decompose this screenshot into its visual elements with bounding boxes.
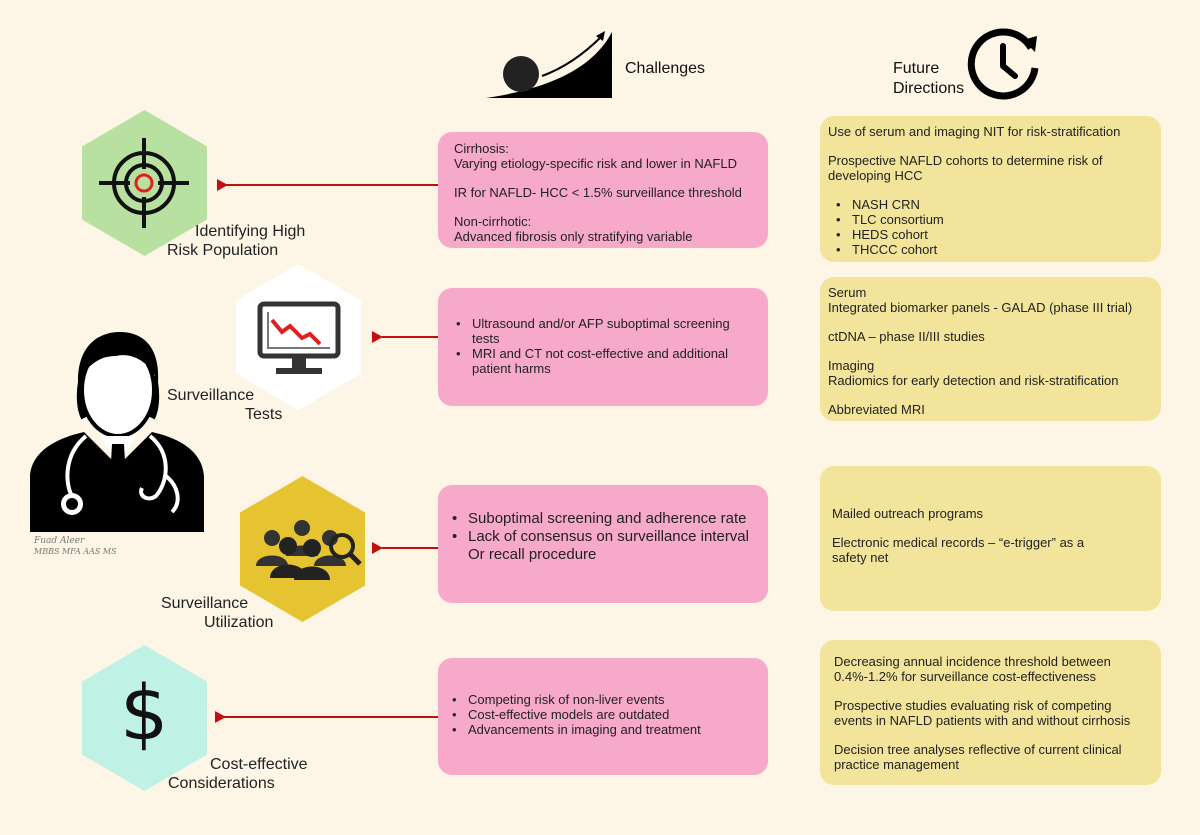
clock-icon (967, 28, 1039, 100)
list-item: Lack of consensus on surveillance interv… (444, 528, 764, 564)
row3-challenge-list: Suboptimal screening and adherence rate … (444, 510, 764, 564)
list-item: THCCC cohort (828, 242, 1153, 257)
ball-uphill-icon (486, 31, 612, 98)
row2-future-p3: ctDNA – phase II/III studies (828, 329, 985, 344)
list-item: Ultrasound and/or AFP suboptimal screeni… (448, 316, 756, 346)
row2-future-p1: Serum (828, 285, 867, 300)
row2-label-line2: Tests (245, 406, 283, 423)
row2-future-p2: Integrated biomarker panels - GALAD (pha… (828, 300, 1133, 315)
row1-challenge-p2: Varying etiology-specific risk and lower… (454, 156, 737, 171)
list-item: Advancements in imaging and treatment (444, 722, 756, 737)
people-magnifier-icon (256, 520, 362, 580)
row2-challenge-list: Ultrasound and/or AFP suboptimal screeni… (448, 316, 756, 376)
row2-future-box: Serum Integrated biomarker panels - GALA… (820, 277, 1161, 421)
future-title-line2: Directions (893, 80, 965, 97)
row2-future-p6: Abbreviated MRI (828, 402, 925, 417)
row4-future-p2: Prospective studies evaluating risk of c… (834, 698, 1131, 728)
row4-future-box: Decreasing annual incidence threshold be… (820, 640, 1161, 785)
row4-arrow (215, 711, 226, 723)
row1-challenge-p3: IR for NAFLD- HCC < 1.5% surveillance th… (454, 185, 742, 200)
challenges-title: Challenges (625, 60, 706, 77)
row2-challenges-box: Ultrasound and/or AFP suboptimal screeni… (438, 288, 768, 406)
row1-future-box: Use of serum and imaging NIT for risk-st… (820, 116, 1161, 262)
row4-future-p1: Decreasing annual incidence threshold be… (834, 654, 1111, 684)
row2-connector (382, 336, 438, 338)
row3-label-line1: Surveillance (161, 595, 249, 612)
list-item: HEDS cohort (828, 227, 1153, 242)
row1-future-list: NASH CRN TLC consortium HEDS cohort THCC… (828, 197, 1153, 257)
signature-line2: MBBS MFA AAS MS (34, 547, 117, 556)
row1-label-line1: Identifying High (195, 223, 306, 240)
row3-future-box: Mailed outreach programs Electronic medi… (820, 466, 1161, 611)
row4-challenge-list: Competing risk of non-liver events Cost-… (444, 692, 756, 737)
row3-arrow (372, 542, 383, 554)
list-item: Cost-effective models are outdated (444, 707, 756, 722)
row1-challenge-p1: Cirrhosis: (454, 141, 509, 156)
row1-future-p1: Use of serum and imaging NIT for risk-st… (828, 124, 1121, 139)
row1-label-line2: Risk Population (167, 242, 279, 259)
row3-label-line2: Utilization (204, 614, 274, 631)
row4-label-line2: Considerations (168, 775, 275, 792)
signature-line1: Fuad Aleer (34, 536, 85, 546)
list-item: TLC consortium (828, 212, 1153, 227)
list-item: Competing risk of non-liver events (444, 692, 756, 707)
list-item: Suboptimal screening and adherence rate (444, 510, 764, 528)
row1-connector (226, 184, 438, 186)
doctor-icon (30, 332, 204, 532)
row4-connector (224, 716, 438, 718)
row2-future-p4: Imaging (828, 358, 875, 373)
list-item: MRI and CT not cost-effective and additi… (448, 346, 756, 376)
row2-arrow (372, 331, 383, 343)
row2-label-line1: Surveillance (167, 387, 255, 404)
row4-challenges-box: Competing risk of non-liver events Cost-… (438, 658, 768, 775)
row1-challenge-p4: Non-cirrhotic: (454, 214, 532, 229)
row4-label-line1: Cost-effective (210, 756, 308, 773)
row4-future-p3: Decision tree analyses reflective of cur… (834, 742, 1122, 772)
row3-challenges-box: Suboptimal screening and adherence rate … (438, 485, 768, 603)
row2-future-p5: Radiomics for early detection and risk-s… (828, 373, 1119, 388)
future-title-line1: Future (893, 60, 940, 77)
row1-challenge-p5: Advanced fibrosis only stratifying varia… (454, 229, 693, 244)
row1-challenges-box: Cirrhosis: Varying etiology-specific ris… (438, 132, 768, 248)
target-icon (99, 138, 189, 228)
row3-future-p2: Electronic medical records – “e-trigger”… (832, 535, 1085, 565)
row3-connector (382, 547, 438, 549)
row3-future-p1: Mailed outreach programs (832, 506, 984, 521)
monitor-chart-icon (257, 301, 341, 374)
dollar-icon: $ (120, 668, 169, 757)
row1-arrow (217, 179, 228, 191)
row1-future-p2: Prospective NAFLD cohorts to determine r… (828, 153, 1103, 183)
list-item: NASH CRN (828, 197, 1153, 212)
